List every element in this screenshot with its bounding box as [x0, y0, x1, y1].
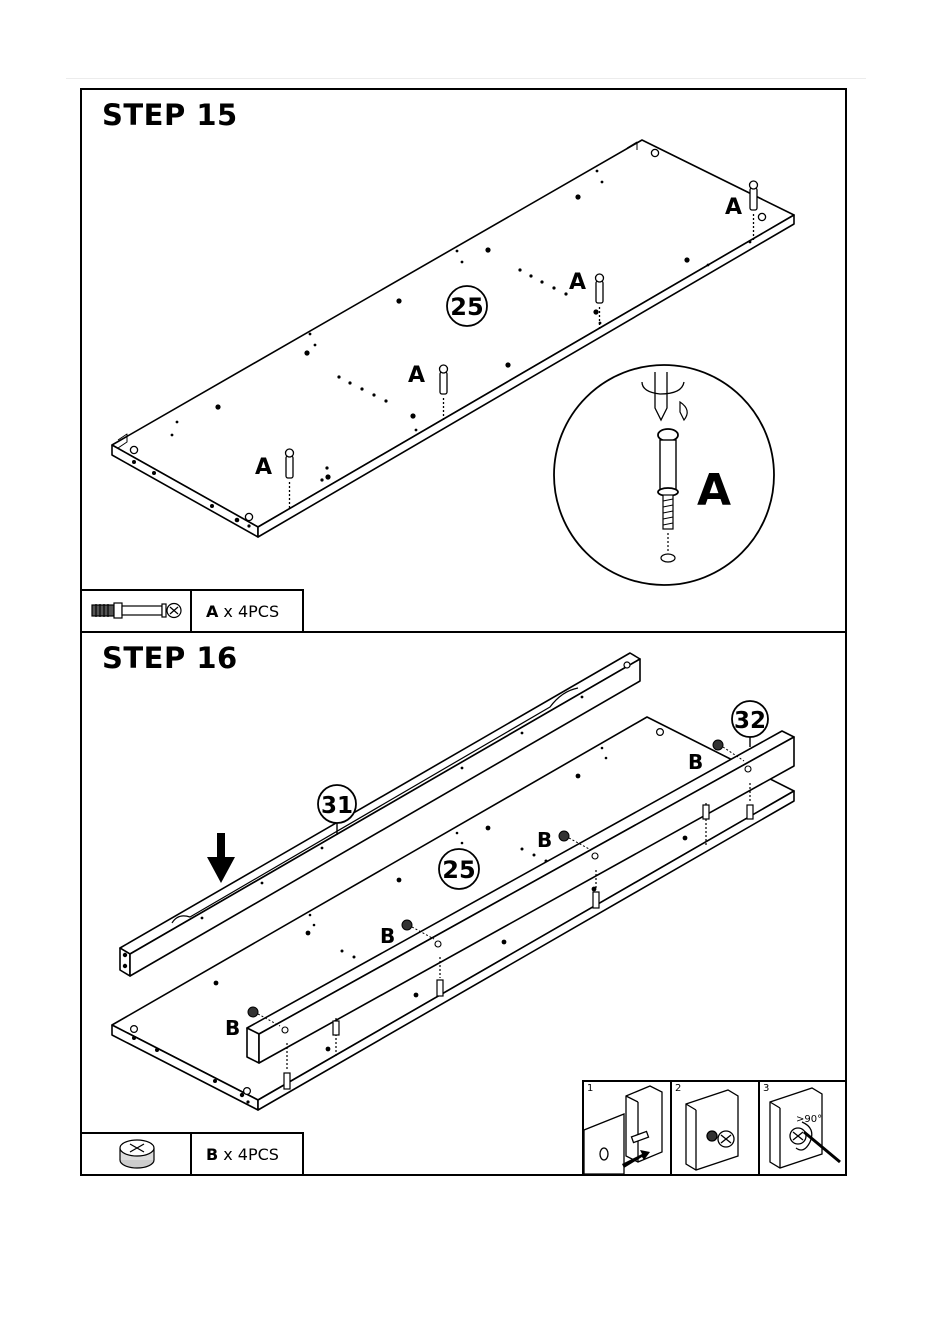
step-16-parts-list: B x 4PCS: [82, 1132, 304, 1174]
inset-step-1-number: 1: [587, 1083, 593, 1094]
part-a-letter: A: [206, 602, 218, 621]
dowel-detail-circle: [554, 365, 774, 585]
step-16-frame: STEP 16: [80, 631, 847, 1176]
callout-a-4: A: [725, 195, 742, 220]
inset-step-1: 1: [584, 1082, 672, 1174]
rail-32: [247, 731, 794, 1063]
angle-label: >90°: [796, 1114, 822, 1125]
step-15-parts-label: A x 4PCS: [192, 591, 304, 631]
part-a-quantity: x 4PCS: [223, 602, 279, 621]
step-16-parts-label: B x 4PCS: [192, 1134, 304, 1174]
down-arrow-icon: [207, 833, 235, 883]
inset-step-2-number: 2: [675, 1083, 681, 1094]
panel-31-label: 31: [321, 793, 353, 819]
inset-step-3: 3 >90°: [760, 1082, 846, 1174]
cam-dowel-icon: [82, 591, 192, 631]
inset-step-2: 2: [672, 1082, 760, 1174]
step-15-frame: STEP 15: [80, 88, 847, 633]
cam-lock-inset: 1 2: [582, 1080, 845, 1174]
step-15-parts-list: A x 4PCS: [82, 589, 304, 631]
inset-step-3-number: 3: [763, 1083, 769, 1094]
panel-25-label-step16: 25: [442, 856, 475, 884]
callout-a-2: A: [408, 363, 425, 388]
callout-b-2: B: [380, 924, 395, 948]
page-top-rule: [66, 78, 866, 79]
detail-a-label: A: [697, 465, 731, 516]
step-15-illustration: A A A A 25 A: [82, 90, 845, 631]
callout-a-1: A: [255, 455, 272, 480]
cam-lock-icon: [82, 1134, 192, 1174]
panel-25-label: 25: [450, 293, 483, 321]
part-b-quantity: x 4PCS: [223, 1145, 279, 1164]
callout-a-3: A: [569, 270, 586, 295]
panel-32-label: 32: [734, 708, 766, 734]
callout-b-4: B: [688, 750, 703, 774]
callout-b-1: B: [225, 1016, 240, 1040]
part-b-letter: B: [206, 1145, 218, 1164]
callout-b-3: B: [537, 828, 552, 852]
